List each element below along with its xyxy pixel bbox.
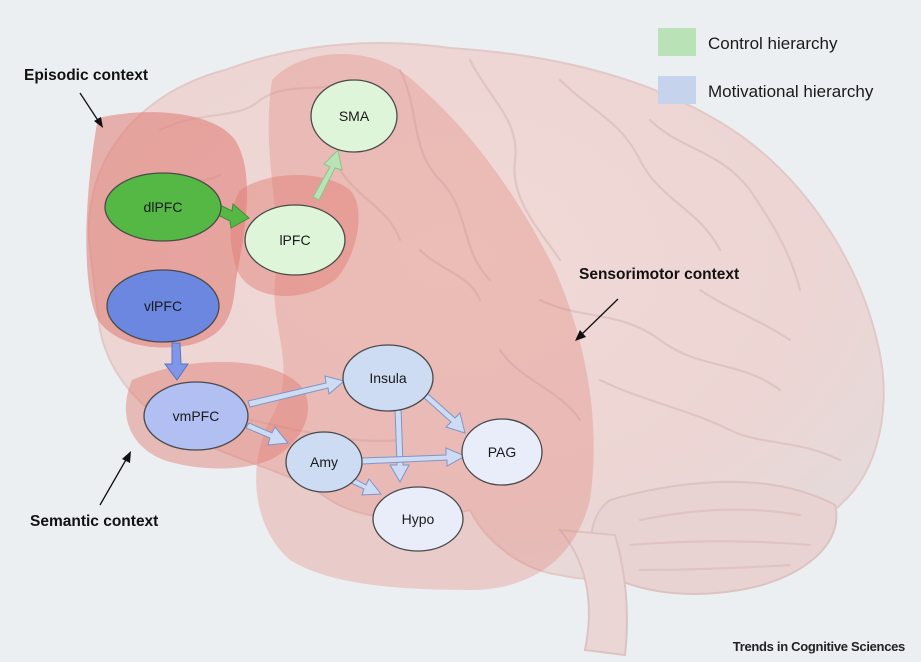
journal-credit: Trends in Cognitive Sciences <box>733 639 905 654</box>
episodic-pointer <box>79 92 103 128</box>
cerebellum-shape <box>590 480 838 595</box>
arrow-insula-to-hypo <box>389 407 410 484</box>
legend-swatch-motivational <box>658 76 696 104</box>
cerebrum-shape <box>87 42 885 580</box>
node-insula[interactable]: Insula <box>342 344 434 412</box>
node-dlpfc[interactable]: dlPFC <box>104 172 222 242</box>
arrow-insula-to-pag <box>422 392 466 434</box>
node-sma-label: SMA <box>339 108 370 124</box>
node-hypo[interactable]: Hypo <box>372 486 464 552</box>
semantic-pointer <box>99 451 131 506</box>
semantic-context-label: Semantic context <box>30 513 158 530</box>
node-vlpfc-label: vlPFC <box>144 298 182 314</box>
brainstem-shape <box>557 528 628 657</box>
legend-label-motivational: Motivational hierarchy <box>708 82 874 101</box>
node-vmpfc-label: vmPFC <box>173 408 220 424</box>
node-vlpfc[interactable]: vlPFC <box>106 269 220 343</box>
node-amy-label: Amy <box>310 454 338 470</box>
node-sma[interactable]: SMA <box>310 79 398 153</box>
brain-region-nodes: SMA dlPFC lPFC vlPFC vmPFC Insula Amy P <box>104 79 543 552</box>
node-lpfc-label: lPFC <box>279 232 310 248</box>
node-dlpfc-label: dlPFC <box>144 199 183 215</box>
node-pag[interactable]: PAG <box>461 418 543 486</box>
node-insula-label: Insula <box>369 370 407 386</box>
node-amy[interactable]: Amy <box>285 431 363 493</box>
legend: Control hierarchy Motivational hierarchy <box>658 28 874 104</box>
arrow-vmpfc-to-insula <box>247 375 346 408</box>
arrow-lpfc-to-sma <box>312 148 343 201</box>
hierarchy-arrows <box>164 148 467 496</box>
node-vmpfc[interactable]: vmPFC <box>143 381 249 451</box>
legend-swatch-control <box>658 28 696 56</box>
arrow-amy-to-pag <box>361 447 467 467</box>
episodic-context-label: Episodic context <box>24 67 148 84</box>
sensorimotor-pointer <box>575 298 619 341</box>
node-lpfc[interactable]: lPFC <box>244 204 346 276</box>
node-hypo-label: Hypo <box>402 511 435 527</box>
context-annotations: Episodic context Semantic context Sensor… <box>24 67 739 530</box>
legend-label-control: Control hierarchy <box>708 34 838 53</box>
arrow-vmpfc-to-amy <box>245 422 289 446</box>
arrow-vlpfc-to-vmpfc <box>164 342 189 381</box>
sensorimotor-context-label: Sensorimotor context <box>579 266 739 283</box>
node-pag-label: PAG <box>488 444 517 460</box>
